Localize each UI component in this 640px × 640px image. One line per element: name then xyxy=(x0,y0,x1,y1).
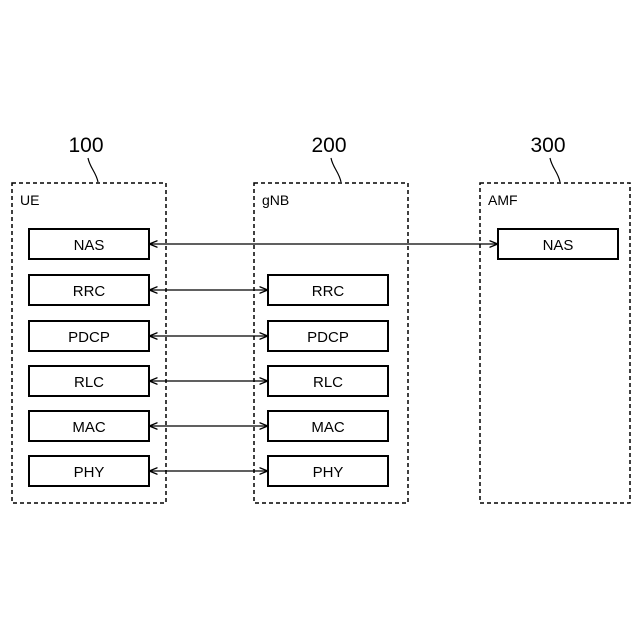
ue-mac-label: MAC xyxy=(72,419,106,436)
gnb-phy-label: PHY xyxy=(313,464,344,481)
ue-rrc-label: RRC xyxy=(73,283,106,300)
ue-leader-line xyxy=(88,158,98,182)
amf-reference-number: 300 xyxy=(530,134,565,157)
gnb-node: 200 gNB RRC PDCP RLC MAC PHY xyxy=(254,134,408,503)
gnb-rlc-label: RLC xyxy=(313,374,343,391)
gnb-leader-line xyxy=(331,158,341,182)
ue-pdcp-label: PDCP xyxy=(68,329,110,346)
amf-node: 300 AMF NAS xyxy=(480,134,630,503)
amf-leader-line xyxy=(550,158,560,182)
gnb-title: gNB xyxy=(262,192,289,208)
gnb-mac-label: MAC xyxy=(311,419,345,436)
ue-phy-label: PHY xyxy=(74,464,105,481)
gnb-rrc-label: RRC xyxy=(312,283,345,300)
amf-nas-label: NAS xyxy=(543,237,574,254)
gnb-reference-number: 200 xyxy=(311,134,346,157)
ue-reference-number: 100 xyxy=(68,134,103,157)
amf-title: AMF xyxy=(488,192,518,208)
ue-rlc-label: RLC xyxy=(74,374,104,391)
ue-title: UE xyxy=(20,192,39,208)
ue-nas-label: NAS xyxy=(74,237,105,254)
gnb-pdcp-label: PDCP xyxy=(307,329,349,346)
ue-node: 100 UE NAS RRC PDCP RLC MAC PHY xyxy=(12,134,166,503)
